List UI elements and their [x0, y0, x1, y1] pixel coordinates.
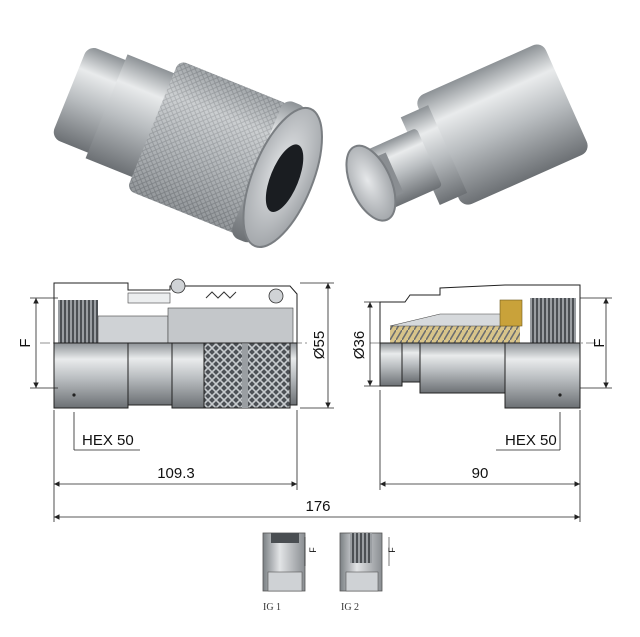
- coupler-diameter-label: Ø55: [311, 331, 328, 359]
- nipple-shoulder: [400, 105, 468, 206]
- thread-label-right: F: [591, 338, 608, 347]
- dimension-labels: F Ø55 Ø36 F HEX 50 HEX 50 109.3 90 176: [17, 331, 608, 515]
- coupler-hex-end: [53, 342, 129, 409]
- nipple-face: [345, 144, 397, 222]
- nipple-diameter-label: Ø36: [351, 331, 368, 359]
- hex-label-left: HEX 50: [82, 432, 134, 449]
- ig1-label: IG 1: [263, 602, 281, 613]
- nipple-length-label: 90: [472, 465, 489, 482]
- coupler-bore: [265, 144, 304, 212]
- coupler-render: [53, 47, 323, 248]
- brass-insert: [499, 299, 523, 327]
- thread-label-left: F: [17, 338, 34, 347]
- dimension-lines: [30, 282, 612, 522]
- variant-ig2: F IG 2: [339, 532, 397, 613]
- nipple-female-thread: [530, 298, 576, 343]
- coupler-collar: [85, 54, 179, 179]
- overall-length-label: 176: [305, 498, 330, 515]
- nipple-spring: [390, 326, 520, 343]
- ig1-thread-label: F: [308, 547, 318, 553]
- nipple-hex-end: [504, 342, 581, 409]
- variant-ig1: F IG 1: [262, 532, 318, 613]
- coupler-length-label: 109.3: [157, 465, 195, 482]
- nipple-render: [345, 44, 588, 222]
- nipple-hex-body: [417, 44, 588, 205]
- ig2-thread-label: F: [387, 547, 397, 553]
- locking-ball: [268, 288, 284, 304]
- nipple-section: [370, 284, 600, 409]
- locking-ball: [170, 278, 186, 294]
- hex-label-right: HEX 50: [505, 432, 557, 449]
- coupler-section: [40, 278, 310, 409]
- ig2-label: IG 2: [341, 602, 359, 613]
- coupler-female-thread: [58, 300, 98, 343]
